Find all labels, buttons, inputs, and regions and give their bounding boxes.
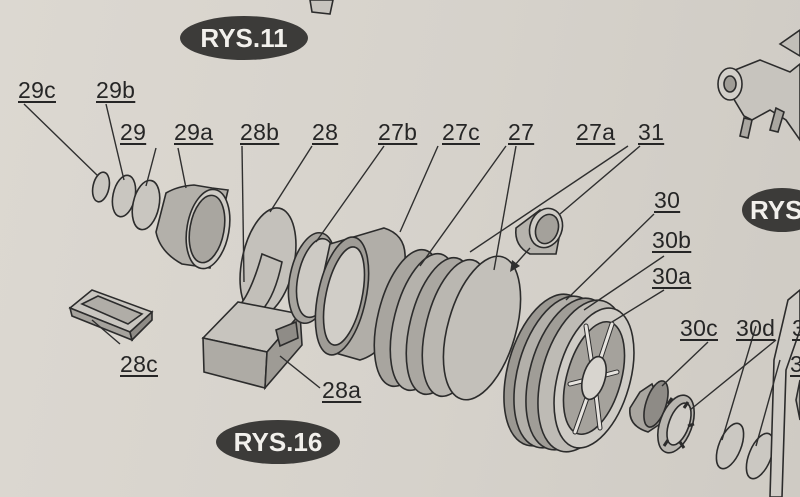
label-27a: 27a [576,119,616,145]
part-30d-toothed-ring [656,394,696,454]
label-3-bottom: 3 [790,351,800,377]
label-28: 28 [312,119,339,145]
part-30a-spoked-face [553,307,635,449]
part-29a-sleeve [155,184,231,270]
badge-rys-16: RYS.16 [216,420,340,464]
label-27: 27 [508,119,535,145]
label-28b: 28b [240,119,280,145]
part-29c-ring [91,171,111,203]
part-31-sleeve [514,207,564,255]
label-30d: 30d [736,315,776,341]
label-30c: 30c [680,315,718,341]
label-29: 29 [120,119,147,145]
label-27b: 27b [378,119,418,145]
part-29-ring [131,179,161,231]
label-30b: 30b [652,227,692,253]
arrow-indicator [510,247,531,272]
leader-lines [23,103,781,447]
label-29a: 29a [174,119,214,145]
label-30a: 30a [652,263,692,289]
label-31: 31 [638,119,665,145]
badge-rys-right: RYS [742,188,800,232]
label-27c: 27c [442,119,480,145]
badge-rys-11: RYS.11 [180,16,308,60]
part-28c-trough [68,289,154,342]
part-disc-lower-left [715,422,745,470]
label-30: 30 [654,187,681,213]
right-edge-assembly [717,29,800,497]
part-28a-duct-box [201,252,303,391]
part-27a-disc [442,255,522,401]
label-28c: 28c [120,351,158,377]
top-fragment-part [309,0,334,15]
label-29c: 29c [18,77,56,103]
label-28a: 28a [322,377,362,403]
part-disc-lower-right [745,432,775,480]
label-3-top: 3 [792,315,800,341]
label-29b: 29b [96,77,136,103]
